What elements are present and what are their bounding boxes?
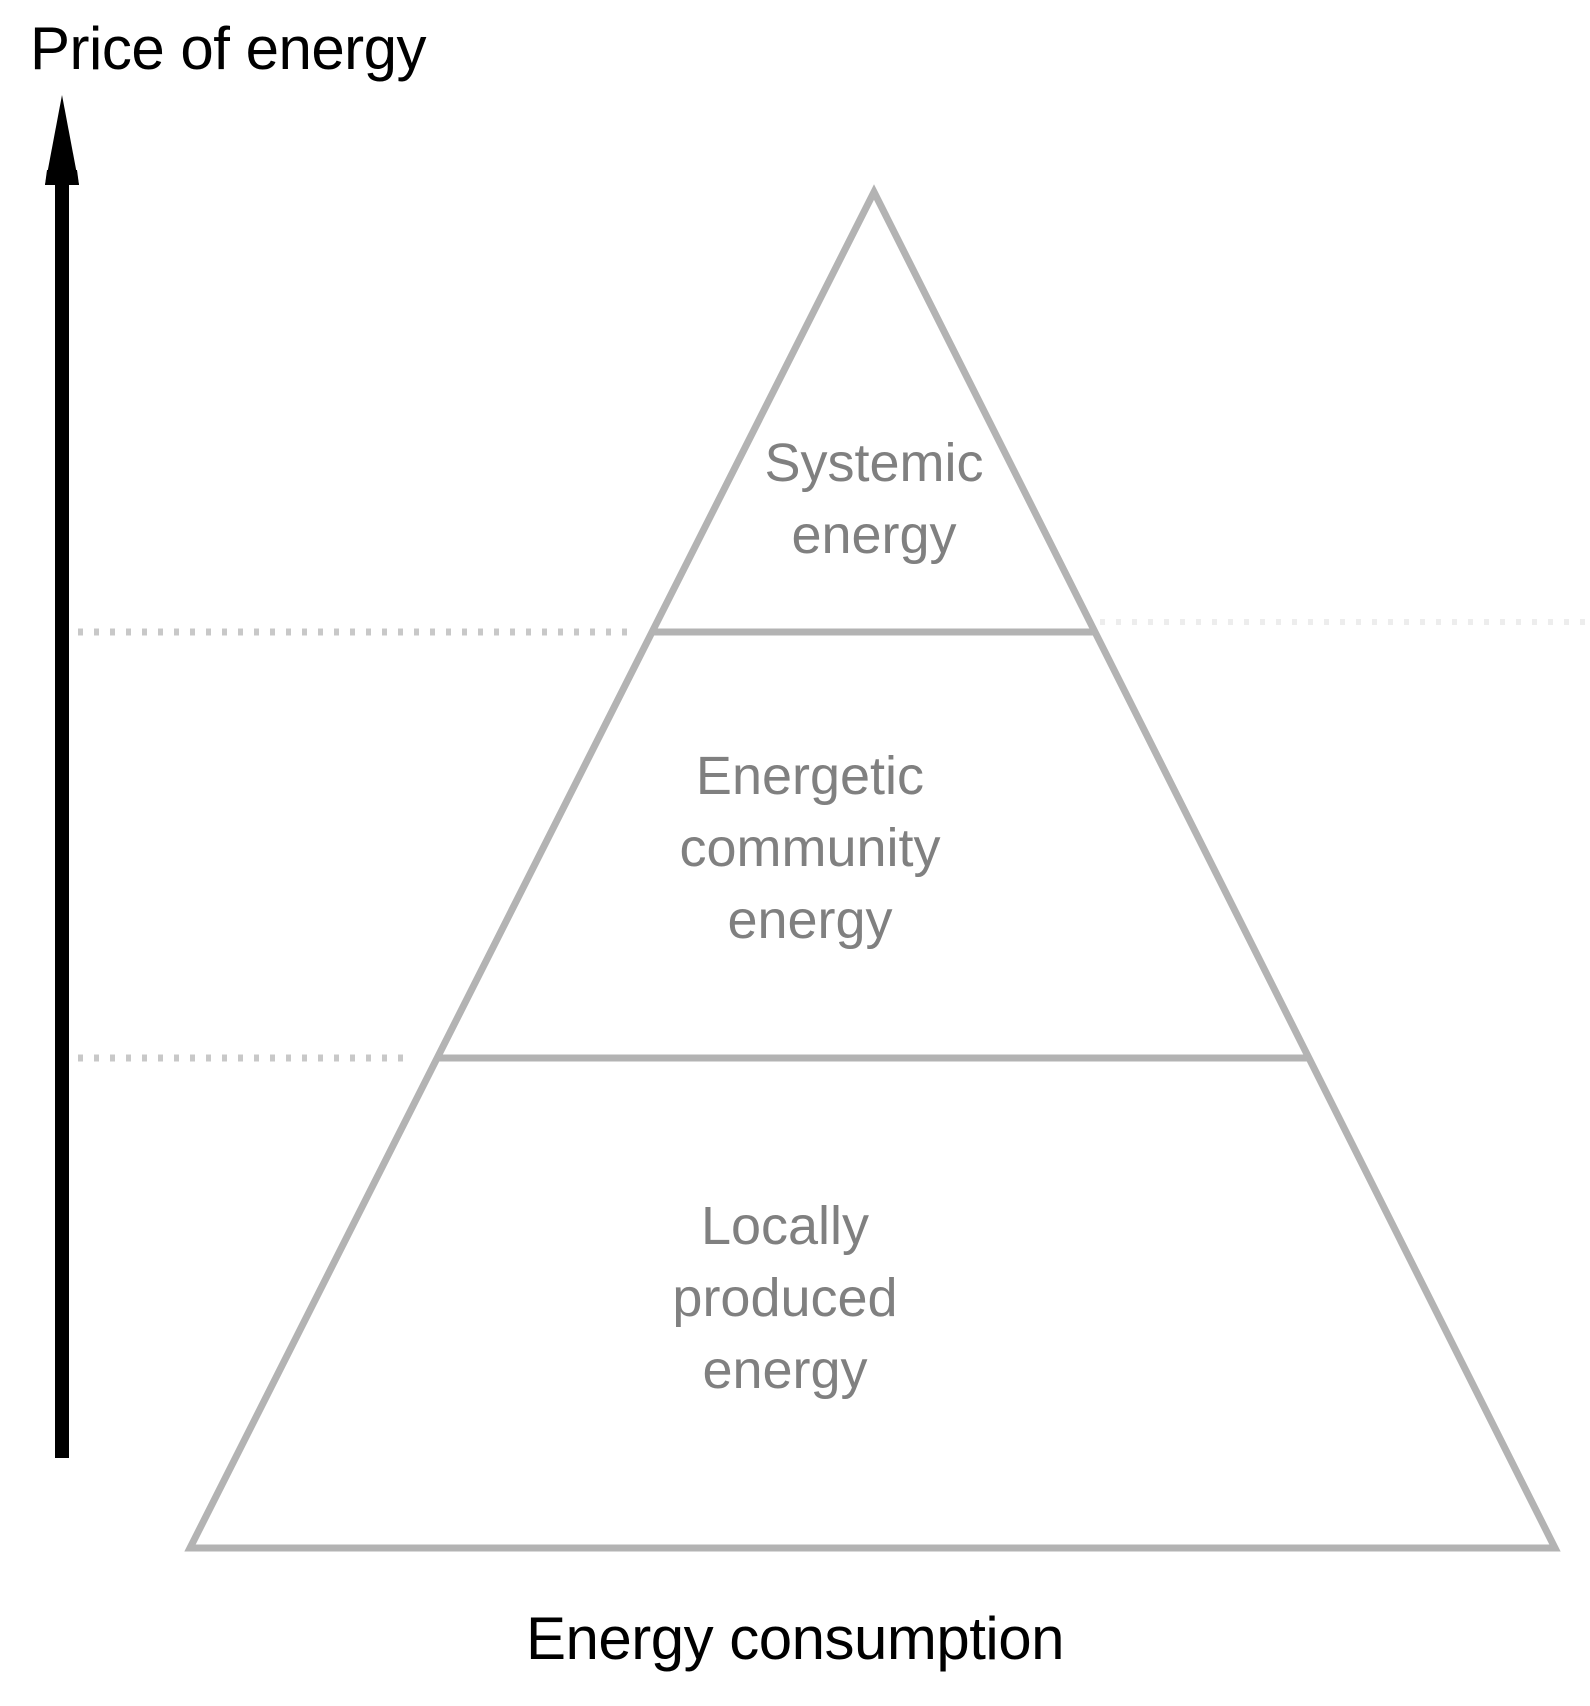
x-axis-title: Energy consumption	[526, 1605, 1064, 1672]
pyramid-outline	[184, 184, 1561, 1552]
y-axis-title: Price of energy	[30, 15, 427, 82]
y-axis-arrow	[45, 95, 79, 1458]
